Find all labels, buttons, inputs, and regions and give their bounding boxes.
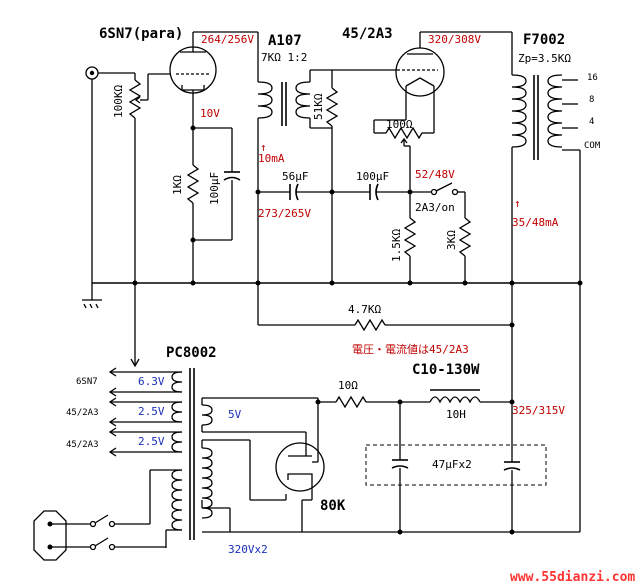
rectifier-heater-voltage: 5V [228,408,242,421]
volume-label: 100KΩ [112,85,125,118]
cathode-resistor [186,164,200,204]
tap-com: COM [584,141,601,151]
preamp-tube [169,46,217,94]
resistor-3k [458,217,472,257]
interstage-transformer [257,81,311,126]
interstage-label: A107 [268,33,302,49]
capacitor-56-label: 56μF [282,170,309,183]
filter-capacitor-label: 47μFx2 [432,458,472,471]
heater-output-6sn7: 6SN7 [76,377,98,387]
choke-value: 10H [446,408,466,421]
grid-resistor [325,87,339,127]
power-transformer-label: PC8002 [166,345,217,361]
tap-4: 4 [589,117,594,127]
choke-inductor [429,389,481,404]
heater-2a3-voltage-2: 2.5V [138,435,165,448]
filter-capacitor-2 [503,461,521,471]
output-transformer [511,74,563,160]
feedback-resistor-label: 4.7KΩ [348,303,381,316]
power-transformer-core [189,368,195,540]
output-transformer-spec: Zp=3.5KΩ [518,52,571,65]
cathode-resistor-label: 1KΩ [171,175,184,195]
cathode-capacitor-label: 100μF [208,172,221,205]
capacitor-100-label: 100μF [356,170,389,183]
svg-text:↑: ↑ [260,141,267,154]
heater-winding-6sn7 [171,371,183,393]
svg-text:↑: ↑ [514,197,521,210]
primary-winding [171,469,183,531]
rectifier-tube [275,442,325,492]
output-tube [395,47,445,97]
output-transformer-label: F7002 [523,32,565,48]
heater-winding-2a3-2 [171,431,183,453]
heater-winding-2a3-1 [171,401,183,423]
heater-2a3-voltage-1: 2.5V [138,405,165,418]
feedback-resistor [354,318,386,332]
switch-label: 2A3/on [415,201,455,214]
filter-capacitor-box [365,444,547,486]
preamp-cathode-voltage: 10V [200,107,220,120]
grid-resistor-label: 51KΩ [312,93,325,120]
ground-symbol [82,299,102,309]
output-plate-voltage: 320/308V [428,33,481,46]
preamp-tube-label: 6SN7(para) [99,26,183,42]
interstage-spec: 7KΩ 1:2 [261,51,307,64]
series-resistor-label: 10Ω [338,379,358,392]
filter-capacitor-1 [391,459,409,469]
coupling-voltage: 273/265V [258,207,311,220]
preamp-current: 10mA [258,152,285,165]
cathode-capacitor [223,171,241,181]
power-switch [89,514,116,551]
resistor-1-5k-label: 1.5KΩ [390,229,403,262]
resistor-3k-label: 3KΩ [445,230,458,250]
voltage-note: 電圧・電流値は45/2A3 [352,342,469,356]
rectifier-heater-winding [201,404,213,426]
output-bias-voltage: 52/48V [415,168,455,181]
resistor-1-5k [403,217,417,257]
heater-output-2a3-2: 45/2A3 [66,440,99,450]
watermark: www.55dianzi.com [510,570,635,585]
rectifier-label: 80K [320,498,346,514]
tap-16: 16 [587,73,598,83]
output-tube-label: 45/2A3 [342,26,393,42]
heater-output-2a3-1: 45/2A3 [66,408,99,418]
series-resistor [335,395,367,409]
hum-balance-pot [385,126,423,140]
hum-pot-label: 100Ω [386,118,413,131]
output-current: 35/48mA [512,216,559,229]
heater-6sn7-voltage: 6.3V [138,375,165,388]
input-jack [85,66,99,80]
b-plus-voltage: 325/315V [512,404,565,417]
preamp-plate-voltage: 264/256V [201,33,254,46]
choke-label: C10-130W [412,362,480,378]
tap-8: 8 [589,95,594,105]
ac-inlet [33,510,67,561]
hv-voltage: 320Vx2 [228,543,268,556]
volume-pot [128,79,142,119]
